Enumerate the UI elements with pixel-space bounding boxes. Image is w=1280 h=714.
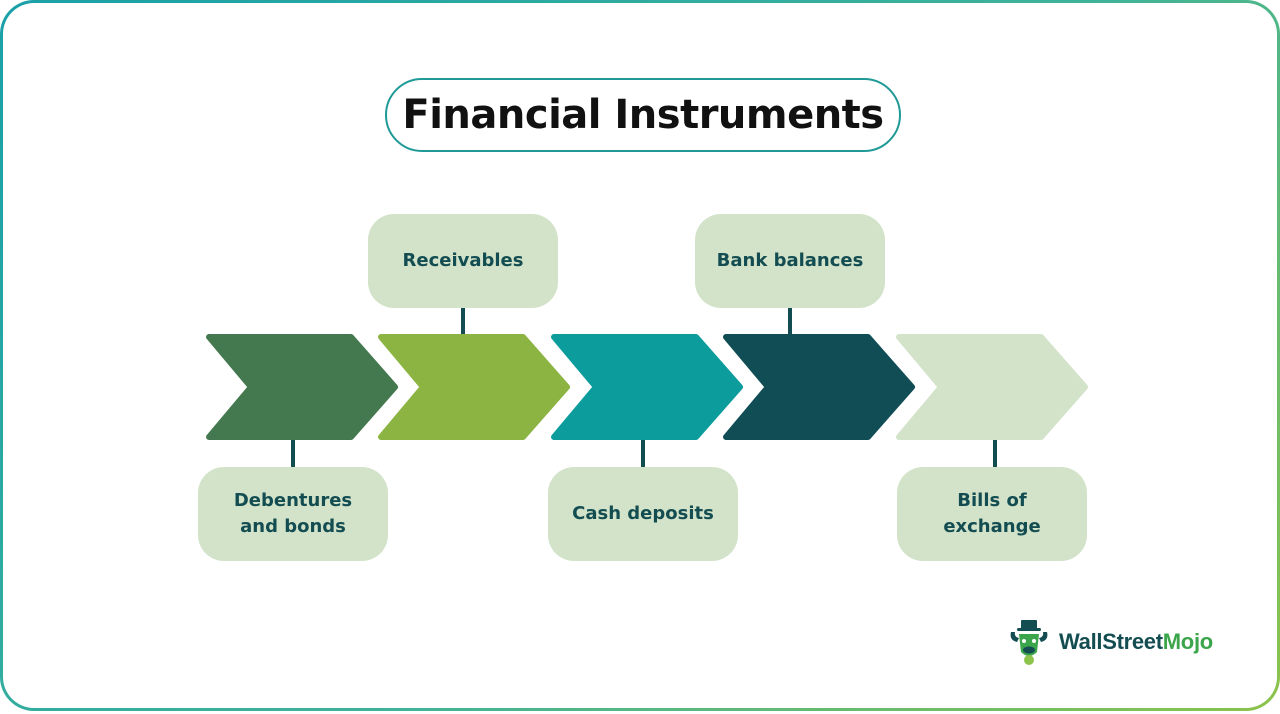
label-receivables-text: Receivables [402, 250, 524, 271]
label-receivables: Receivables [368, 214, 558, 308]
label-cash-deposits: Cash deposits [548, 467, 738, 561]
chevron-diagram [206, 307, 1088, 468]
label-bank-balances-text: Bank balances [716, 250, 864, 271]
label-cash-deposits-text: Cash deposits [572, 503, 714, 524]
chevron-3 [551, 334, 743, 440]
label-bills: Bills of exchange [897, 467, 1087, 561]
label-debentures-text: Debentures and bonds [233, 490, 353, 537]
title-pill: Financial Instruments [385, 78, 901, 152]
page-title: Financial Instruments [402, 92, 884, 138]
bull-mascot-icon [1010, 620, 1048, 665]
brand-name: WallStreetMojo [1059, 629, 1213, 655]
chevron-4 [723, 334, 915, 440]
label-debentures: Debentures and bonds [198, 467, 388, 561]
card-body: Financial Instruments Receivables Bank b… [3, 3, 1277, 708]
brand-name-part1: WallStreet [1059, 629, 1163, 654]
chevron-5 [896, 334, 1088, 440]
label-bank-balances: Bank balances [695, 214, 885, 308]
label-bills-text: Bills of exchange [943, 490, 1041, 537]
chevron-2 [378, 334, 570, 440]
chevron-1 [206, 334, 398, 440]
brand-logo: WallStreetMojo [1007, 618, 1213, 666]
brand-name-part2: Mojo [1162, 629, 1213, 654]
